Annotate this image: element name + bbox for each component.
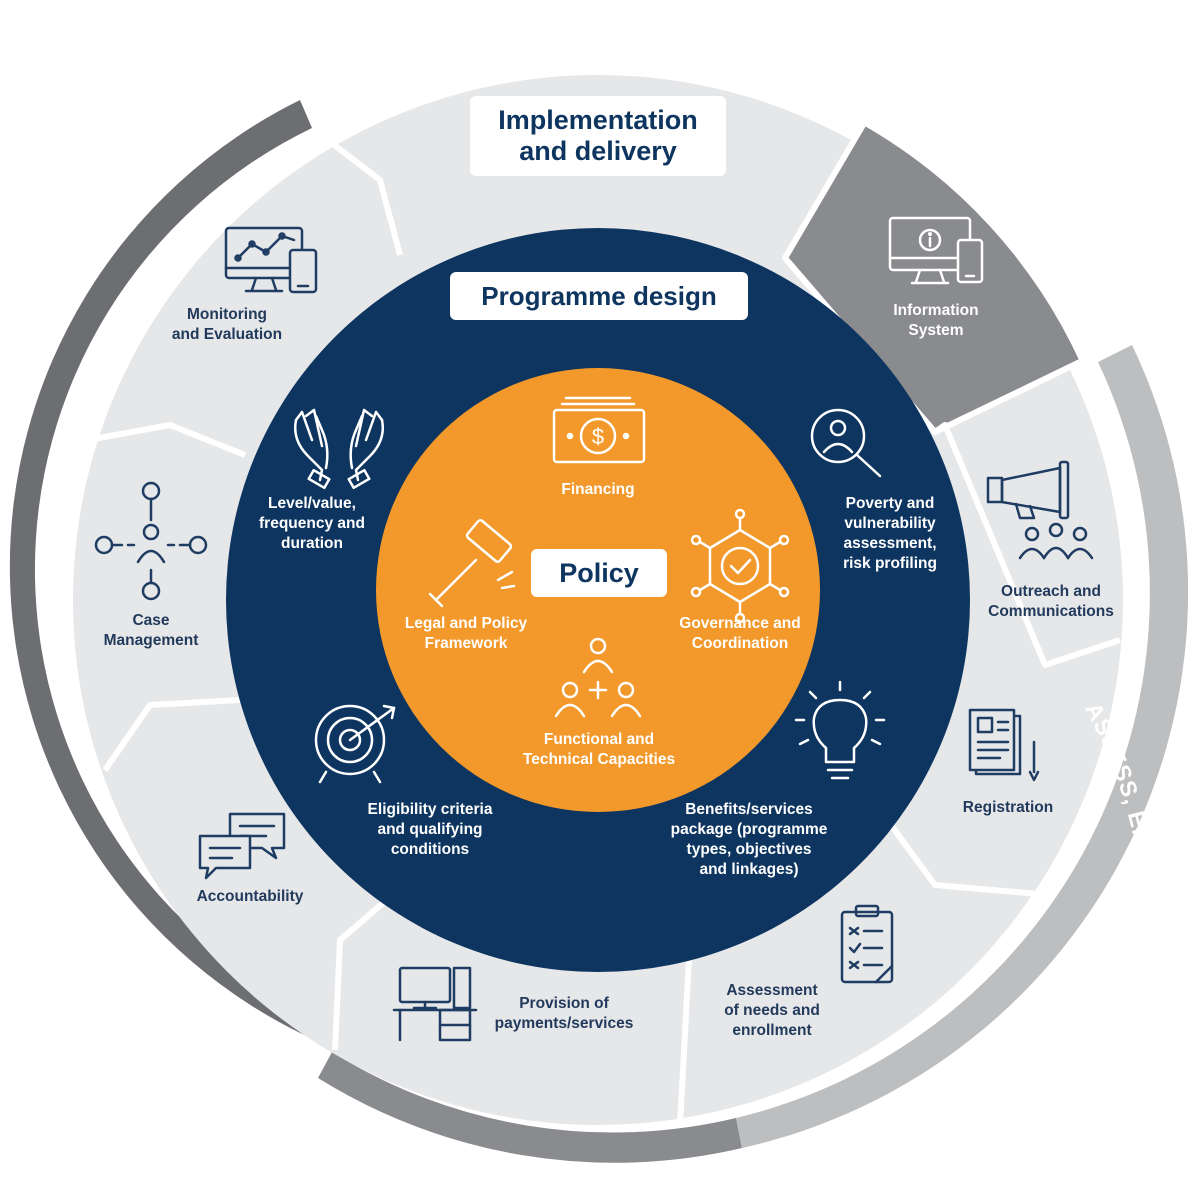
target-arrow-icon [314,704,396,784]
provision-label: Provision of payments/services [494,995,634,1032]
manage-arc [9,100,329,1040]
implementation-title: Implementation and delivery [470,96,726,176]
information-system-label: Information System [893,302,979,339]
assess-arc [736,345,1189,1148]
desk-computer-icon [392,966,478,1042]
assessment-enrollment-label: Assessment of needs and enrollment [724,982,820,1039]
level-value-label: Level/value, frequency and duration [259,495,365,552]
registration-form-icon [968,708,1040,782]
eligibility-label: Eligibility criteria and qualifying cond… [367,801,493,858]
team-icon [554,637,642,718]
benefits-package-label: Benefits/services package (programme typ… [670,801,828,878]
cash-icon: $ [552,396,646,464]
information-segment [785,125,1080,432]
functional-capacities-label: Functional and Technical Capacities [522,731,676,768]
provide-arc [318,1052,742,1163]
light-bulb-icon [794,680,886,780]
financing-label: Financing [561,481,635,498]
provide-ring-label: PROVIDE [535,1159,642,1187]
person-magnifier-icon [810,408,882,478]
monitoring-label: Monitoring and Evaluation [171,306,283,343]
gavel-icon [428,519,516,608]
accountability-label: Accountability [196,888,304,905]
computer-info-icon [888,216,984,285]
manage-ring-label: MANAGE [50,550,79,662]
registration-label: Registration [962,799,1054,816]
speech-bubbles-icon [198,812,286,880]
governance-label: Governance and Coordination [679,615,801,652]
policy-title: Policy [531,549,667,597]
open-hands-icon [294,408,384,490]
gear-check-icon [690,508,790,624]
outreach-label: Outreach and Communications [988,583,1114,620]
megaphone-people-icon [986,460,1094,560]
checklist-clipboard-icon [840,904,894,984]
poverty-assessment-label: Poverty and vulnerability assessment, ri… [843,495,937,572]
programme-design-title: Programme design [450,272,748,320]
case-management-label: Case Management [103,612,199,649]
svg-text:$: $ [592,424,604,449]
case-network-icon [94,481,208,601]
monitoring-chart-icon [224,226,318,294]
legal-framework-label: Legal and Policy Framework [404,615,528,652]
